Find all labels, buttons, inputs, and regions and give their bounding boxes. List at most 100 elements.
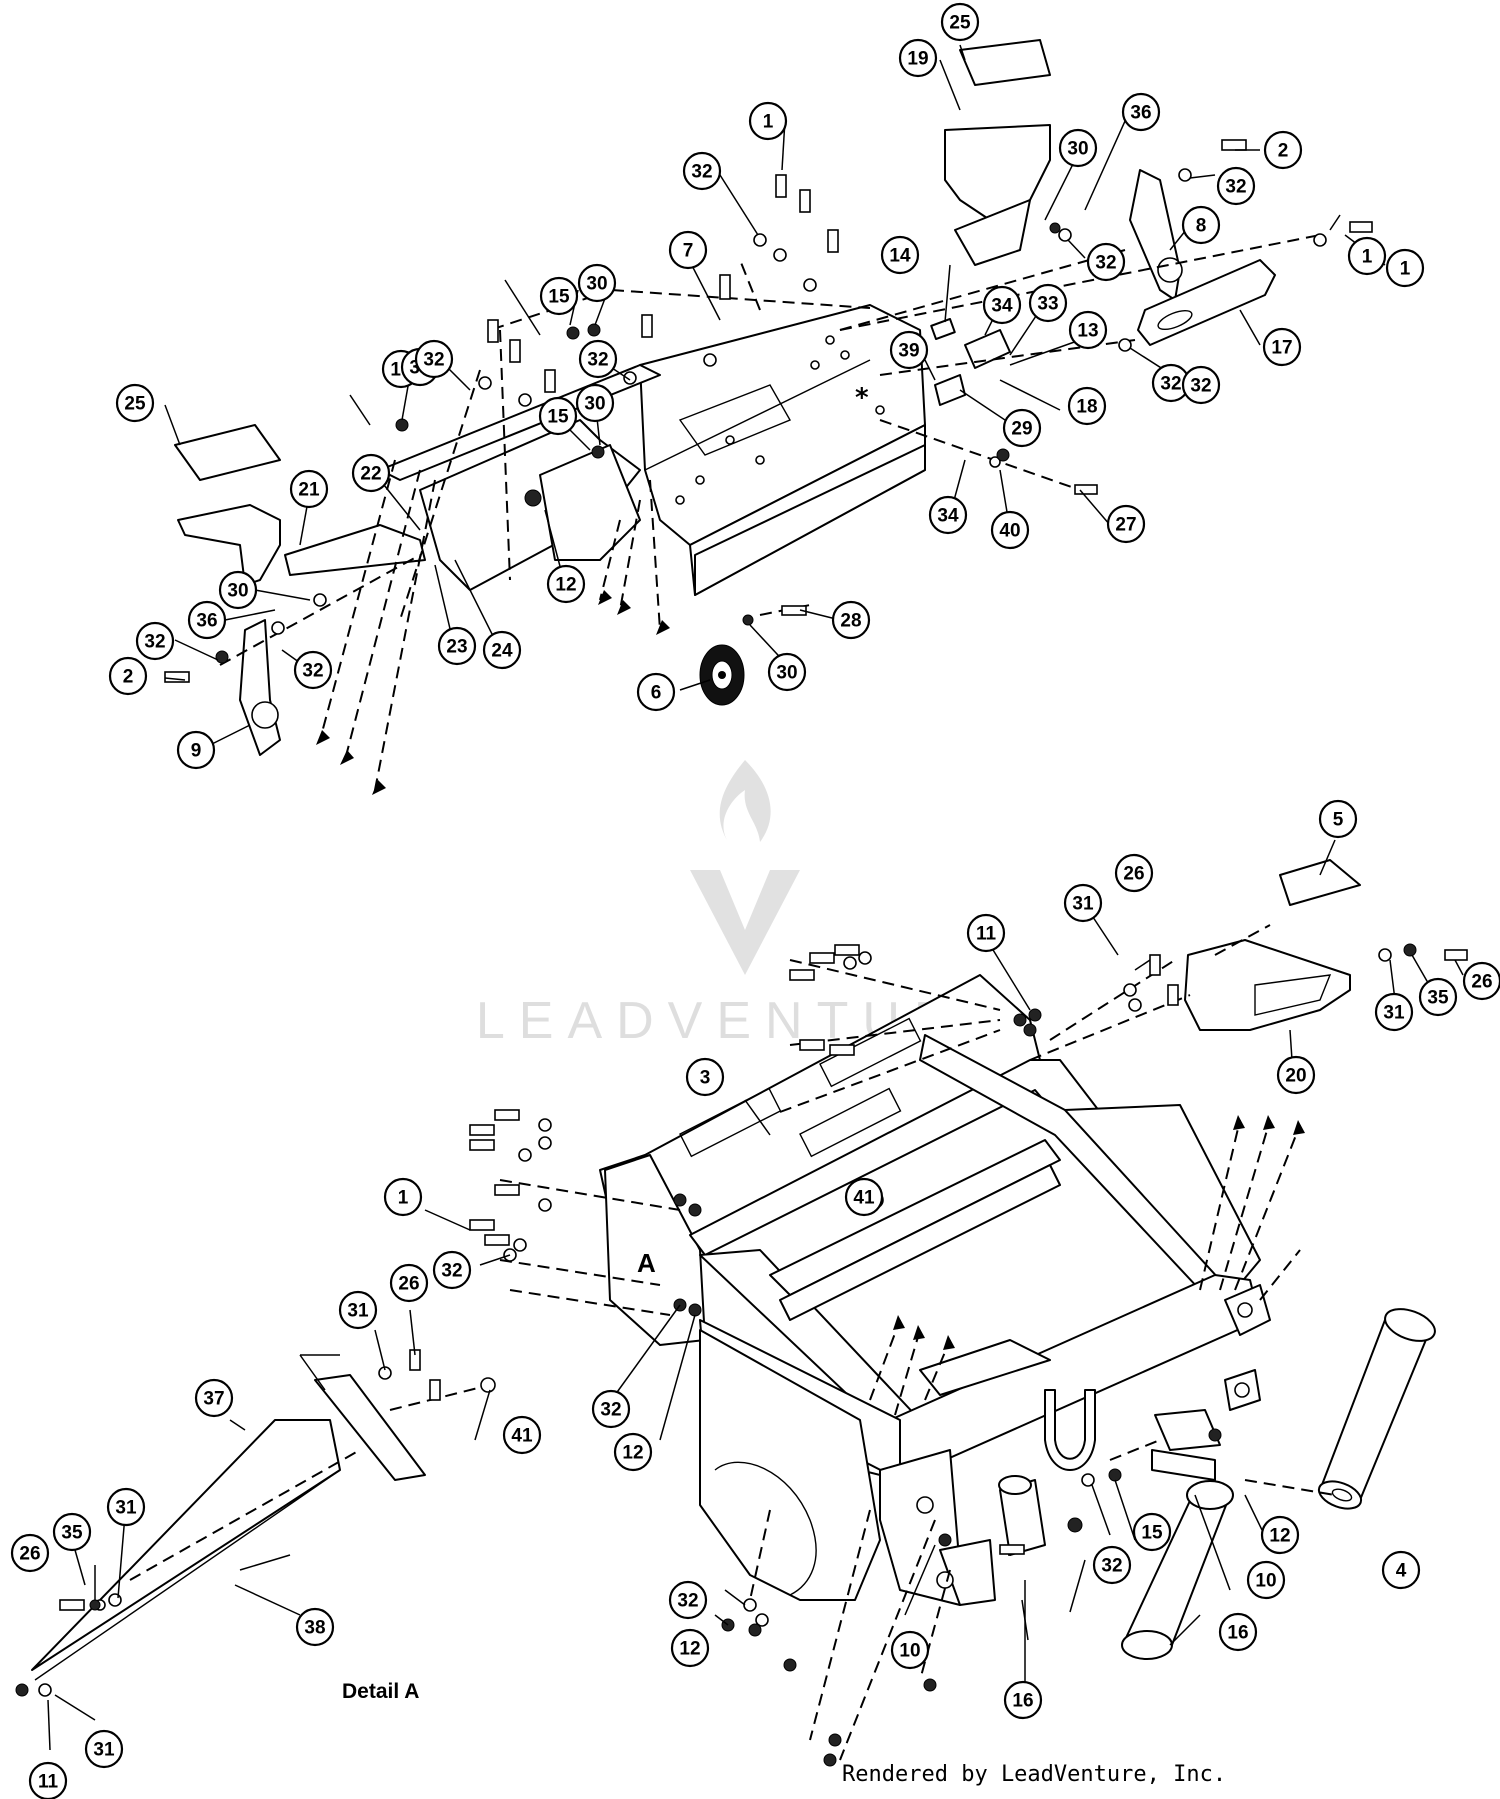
callout-12: 12 [1260,1515,1300,1555]
callout-24: 24 [482,630,522,670]
callout-number: 39 [898,341,919,362]
callout-number: 37 [203,1389,224,1410]
credit-text: Rendered by LeadVenture, Inc. [842,1762,1227,1787]
callout-1: 1 [383,1177,423,1217]
callout-31: 31 [1374,992,1414,1032]
callout-30: 30 [767,652,807,692]
callout-number: 33 [1037,294,1058,315]
callout-number: 2 [1278,141,1289,162]
callout-number: 32 [677,1591,698,1612]
callout-number: 20 [1285,1066,1306,1087]
callout-15: 15 [538,396,578,436]
callout-41: 41 [502,1415,542,1455]
asterisk-mark: * [855,383,869,413]
callout-11: 11 [966,913,1006,953]
callout-34: 34 [982,285,1022,325]
callout-number: 12 [1269,1526,1290,1547]
callout-33: 33 [1028,283,1068,323]
callout-36: 36 [187,600,227,640]
callout-12: 12 [670,1628,710,1668]
callout-22: 22 [351,453,391,493]
pedal-pad-right [959,39,1051,86]
callout-25: 25 [115,383,155,423]
callout-number: 1 [1362,247,1373,268]
callout-7: 7 [668,230,708,270]
callout-1: 1 [748,101,788,141]
callout-number: 25 [949,13,971,34]
callout-number: 15 [548,287,570,308]
callout-number: 26 [1123,864,1144,885]
callout-number: 23 [446,637,467,658]
callout-11: 11 [28,1761,68,1799]
callout-36: 36 [1121,92,1161,132]
callout-32: 32 [135,621,175,661]
callout-number: 10 [899,1641,920,1662]
callout-number: 21 [298,480,320,501]
callout-number: 30 [586,274,607,295]
callout-number: 40 [999,521,1020,542]
callout-32: 32 [1216,166,1256,206]
callout-1: 1 [1347,236,1387,276]
callout-12: 12 [546,564,586,604]
callout-32: 32 [414,339,454,379]
callout-number: 32 [1225,177,1246,198]
callout-32: 32 [668,1580,708,1620]
callout-number: 15 [547,407,569,428]
callout-37: 37 [194,1378,234,1418]
callout-number: 16 [1012,1691,1033,1712]
callout-number: 41 [853,1188,875,1209]
bracket-9 [239,619,281,756]
callout-number: 31 [93,1740,115,1761]
callout-number: 29 [1011,419,1032,440]
callout-15: 15 [1132,1512,1172,1552]
callout-number: 3 [700,1068,711,1089]
callout-4: 4 [1381,1550,1421,1590]
callout-18: 18 [1067,386,1107,426]
callout-32: 32 [1086,242,1126,282]
callout-number: 31 [347,1301,369,1322]
callout-number: 8 [1196,216,1207,237]
callout-number: 32 [144,632,165,653]
callout-number: 32 [423,350,444,371]
callout-number: 15 [1141,1523,1163,1544]
callout-number: 6 [651,683,662,704]
callout-14: 14 [880,235,920,275]
callout-26: 26 [10,1533,50,1573]
callout-number: 28 [840,611,861,632]
hydraulic-cylinder-4 [1317,1308,1436,1510]
callout-number: 13 [1077,321,1098,342]
callout-number: 32 [302,661,323,682]
callout-number: 12 [555,575,576,596]
callout-number: 31 [115,1498,137,1519]
callout-number: 1 [398,1188,409,1209]
callout-1: 1 [1385,248,1425,288]
callout-26: 26 [389,1263,429,1303]
callout-19: 19 [898,38,938,78]
callout-number: 32 [1095,253,1116,274]
callout-32: 32 [293,650,333,690]
callout-8: 8 [1181,205,1221,245]
pedal-right [944,124,1051,221]
callout-6: 6 [636,672,676,712]
callout-29: 29 [1002,408,1042,448]
callout-30: 30 [577,263,617,303]
callout-21: 21 [289,469,329,509]
callout-number: 22 [360,464,381,485]
callout-16: 16 [1003,1680,1043,1720]
pedal-pad-left [174,424,281,481]
callout-number: 19 [907,49,928,70]
callout-31: 31 [84,1729,124,1769]
callout-number: 18 [1076,397,1097,418]
callout-number: 41 [511,1426,533,1447]
callout-number: 16 [1227,1623,1248,1644]
callout-number: 32 [1160,374,1181,395]
callout-10: 10 [1246,1560,1286,1600]
callout-3: 3 [685,1057,725,1097]
callout-number: 31 [1072,894,1094,915]
callout-number: 30 [776,663,797,684]
callout-number: 32 [1190,376,1211,397]
detail-a-label: Detail A [342,1680,420,1703]
callout-number: 11 [976,924,997,945]
